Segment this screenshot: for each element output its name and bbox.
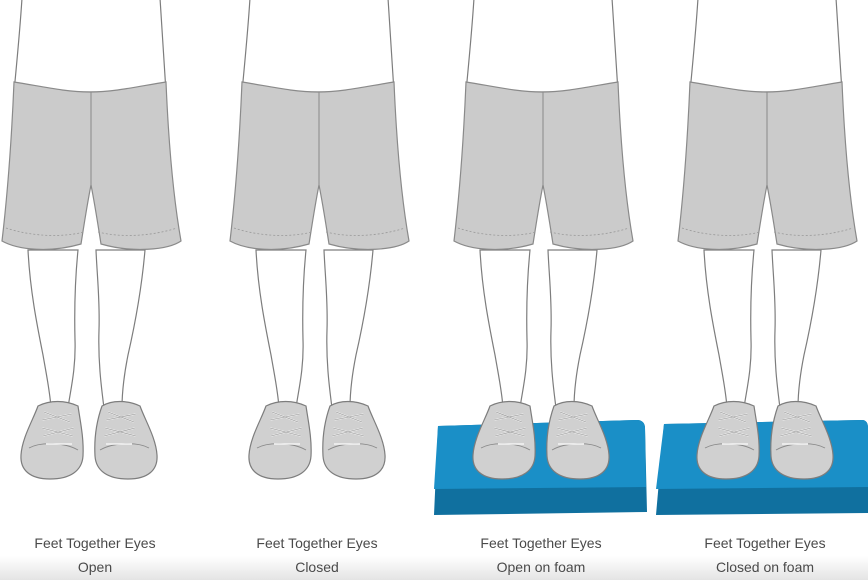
figure-panel-1 [2,0,181,479]
caption-panel-4: Feet Together Eyes Closed on foam [665,531,865,579]
figure-panel-3 [454,0,633,479]
caption-line-1: Feet Together Eyes [217,531,417,555]
caption-line-2: Open on foam [441,555,641,579]
figure-panel-4 [678,0,857,479]
caption-line-1: Feet Together Eyes [0,531,195,555]
caption-line-2: Open [0,555,195,579]
caption-line-2: Closed on foam [665,555,865,579]
foam-pad-panel-3 [434,420,647,515]
caption-panel-3: Feet Together Eyes Open on foam [441,531,641,579]
caption-line-2: Closed [217,555,417,579]
caption-panel-2: Feet Together Eyes Closed [217,531,417,579]
foam-pad-panel-4 [656,420,868,515]
caption-line-1: Feet Together Eyes [665,531,865,555]
figure-panel-2 [230,0,409,479]
caption-panel-1: Feet Together Eyes Open [0,531,195,579]
caption-line-1: Feet Together Eyes [441,531,641,555]
